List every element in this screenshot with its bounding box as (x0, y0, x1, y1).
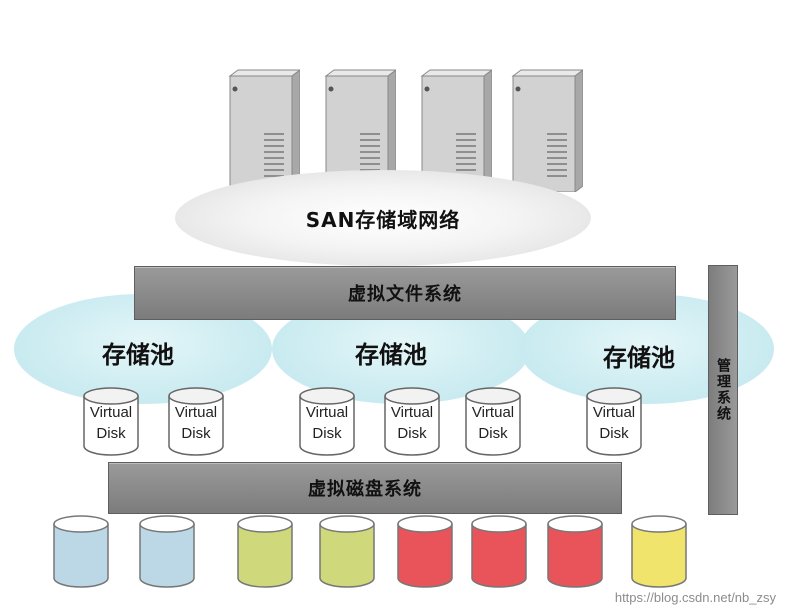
physical-disk-cylinder-icon (470, 514, 528, 588)
virtual-disk-label-line2: Disk (312, 425, 341, 442)
physical-disk (630, 514, 688, 588)
physical-disk-cylinder-icon (52, 514, 110, 588)
san-network-label: SAN存储域网络 (306, 204, 461, 233)
physical-disk-cylinder-icon (138, 514, 196, 588)
physical-disk-cylinder-icon (396, 514, 454, 588)
physical-disk (396, 514, 454, 588)
physical-disk (318, 514, 376, 588)
physical-disk (52, 514, 110, 588)
virtual-file-system-label: 虚拟文件系统 (348, 280, 462, 306)
virtual-disk-label-line1: Virtual (175, 404, 217, 421)
virtual-disk-system-bar: 虚拟磁盘系统 (108, 462, 622, 514)
storage-pool-label: 存储池 (603, 338, 675, 373)
virtual-disk-label-line1: Virtual (391, 404, 433, 421)
virtual-disk-label-line2: Disk (397, 425, 426, 442)
physical-disk-cylinder-icon (318, 514, 376, 588)
virtual-disk-label-line1: Virtual (593, 404, 635, 421)
management-system-label: 管理系统 (713, 358, 733, 422)
virtual-disk-label-line1: Virtual (90, 404, 132, 421)
virtual-disk-system-label: 虚拟磁盘系统 (308, 475, 422, 501)
storage-pool-label: 存储池 (102, 335, 174, 370)
management-system-bar: 管理系统 (708, 265, 738, 515)
physical-disk (546, 514, 604, 588)
virtual-disk-label-line1: Virtual (472, 404, 514, 421)
physical-disk (138, 514, 196, 588)
watermark-text: https://blog.csdn.net/nb_zsy (615, 590, 776, 605)
virtual-disk-label-line2: Disk (478, 425, 507, 442)
virtual-disk-label-line2: Disk (599, 425, 628, 442)
virtual-file-system-bar: 虚拟文件系统 (134, 266, 676, 320)
virtual-disk-label-line2: Disk (181, 425, 210, 442)
physical-disk-cylinder-icon (630, 514, 688, 588)
san-network-ellipse: SAN存储域网络 (175, 170, 591, 266)
server-icon (222, 68, 300, 192)
physical-disk-cylinder-icon (546, 514, 604, 588)
physical-disk (236, 514, 294, 588)
physical-disk (470, 514, 528, 588)
virtual-disk-label-line1: Virtual (306, 404, 348, 421)
server-icon (505, 68, 583, 192)
storage-pool-label: 存储池 (355, 335, 427, 370)
physical-disk-cylinder-icon (236, 514, 294, 588)
virtual-disk-label-line2: Disk (96, 425, 125, 442)
